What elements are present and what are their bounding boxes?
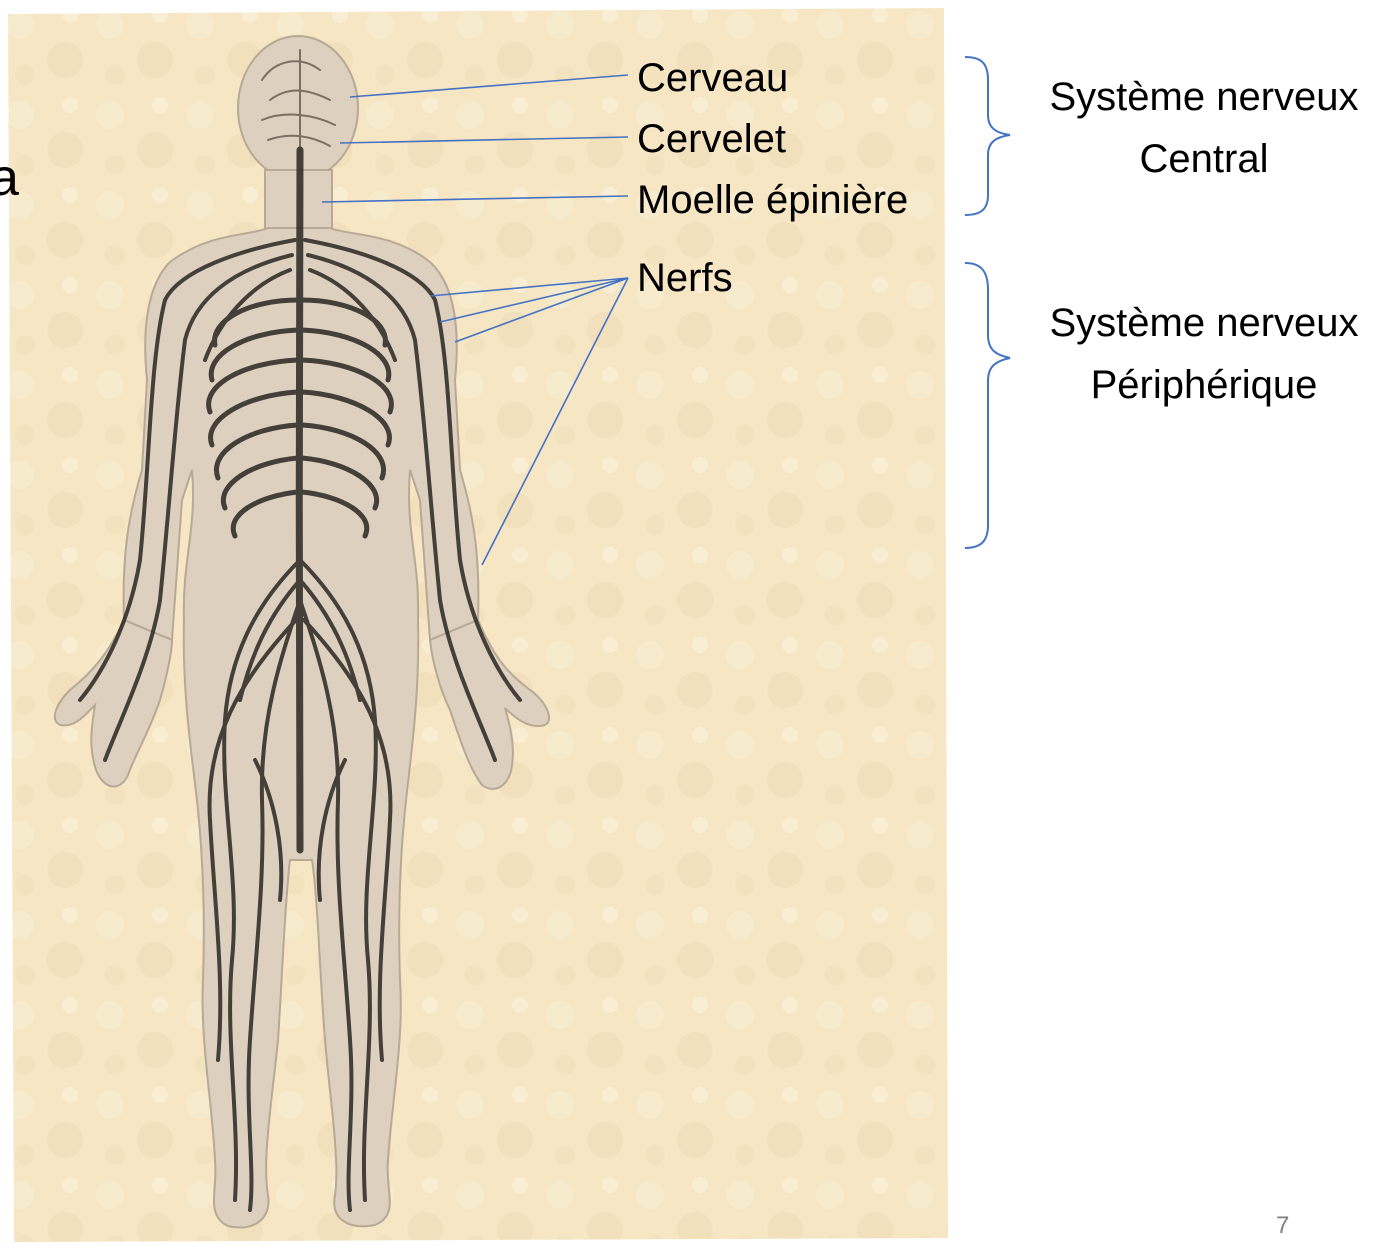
brace-central [965, 57, 1010, 215]
braces [965, 57, 1010, 548]
page-number: 7 [1276, 1212, 1289, 1240]
group-label-peripheral: Système nerveux Périphérique [1032, 292, 1376, 416]
label-spinal-cord: Moelle épinière [637, 176, 908, 224]
brace-peripheral [965, 263, 1010, 548]
clipped-text-fragment: a [0, 148, 24, 208]
group-central-line2: Central [1032, 128, 1376, 190]
group-peripheral-line2: Périphérique [1032, 354, 1376, 416]
label-nerves: Nerfs [637, 254, 733, 302]
group-label-central: Système nerveux Central [1032, 66, 1376, 190]
group-peripheral-line1: Système nerveux [1032, 292, 1376, 354]
label-brain: Cerveau [637, 54, 788, 102]
group-central-line1: Système nerveux [1032, 66, 1376, 128]
label-cerebellum: Cervelet [637, 115, 786, 163]
